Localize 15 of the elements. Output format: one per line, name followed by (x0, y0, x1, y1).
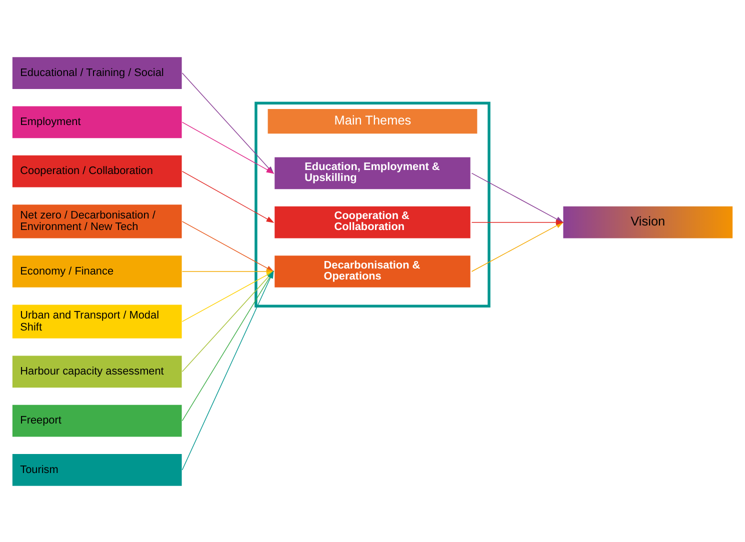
node-box: Net zero / Decarbonisation / Environment / New Tech (12, 203, 183, 239)
node-box: Cooperation & Collaboration (274, 205, 472, 239)
node-box: Harbour capacity assessment (12, 354, 183, 388)
node-box: Employment (12, 104, 183, 139)
node-box: Education, Employment & Upskilling (274, 156, 472, 190)
node-box: Freeport (12, 403, 183, 438)
node-box: Economy / Finance (12, 254, 183, 288)
arrow (182, 170, 274, 222)
node-box: Cooperation / Collaboration (12, 154, 183, 188)
node-box: Tourism (12, 452, 183, 486)
node-box: Urban and Transport / Modal Shift (12, 303, 183, 339)
node-box: Vision (562, 205, 734, 239)
arrow (471, 219, 564, 225)
node-box: Decarbonisation & Operations (274, 254, 472, 288)
node-box: Educational / Training / Social (12, 56, 183, 90)
